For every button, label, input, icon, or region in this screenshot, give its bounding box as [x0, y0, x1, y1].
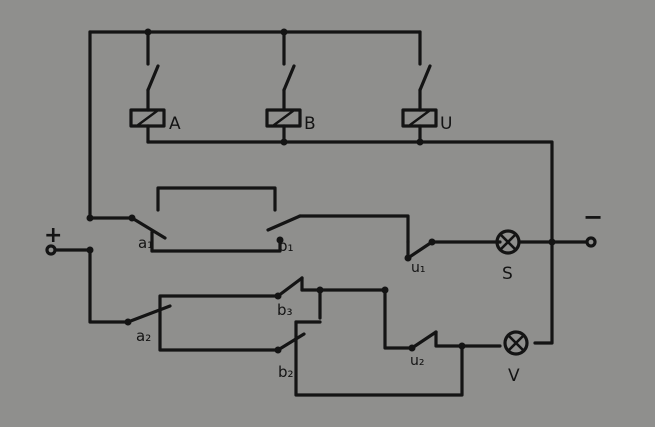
contact-u2 [383, 288, 502, 350]
contact-b2-label: b₂ [278, 363, 294, 381]
relay-branch-b [265, 30, 302, 144]
plus-terminal [45, 244, 92, 256]
contact-a2 [126, 294, 280, 352]
contact-u2-label: u₂ [410, 353, 425, 369]
contact-u1-label: u₁ [411, 260, 426, 276]
plus-label: + [44, 223, 62, 248]
contact-b3-label: b₃ [277, 301, 293, 319]
contact-b2 [276, 320, 464, 397]
relay-u-label: U [440, 114, 452, 134]
contact-b1 [150, 214, 410, 253]
junction-dots [86, 28, 556, 354]
relay-a-label: A [169, 114, 181, 134]
relay-branch-a [129, 30, 166, 144]
mechanical-link-a1-b1 [156, 186, 277, 212]
lamp-v [503, 330, 529, 356]
contact-a1-label: a₁ [138, 234, 153, 252]
contact-a1 [88, 216, 167, 253]
lamp-s-label: S [502, 264, 513, 284]
contact-b1-label: b₁ [278, 237, 294, 255]
relay-b-label: B [304, 114, 316, 134]
minus-label: − [583, 203, 603, 231]
minus-terminal [585, 236, 597, 248]
lamp-v-label: V [508, 366, 520, 386]
contact-a2-label: a₂ [136, 327, 151, 345]
